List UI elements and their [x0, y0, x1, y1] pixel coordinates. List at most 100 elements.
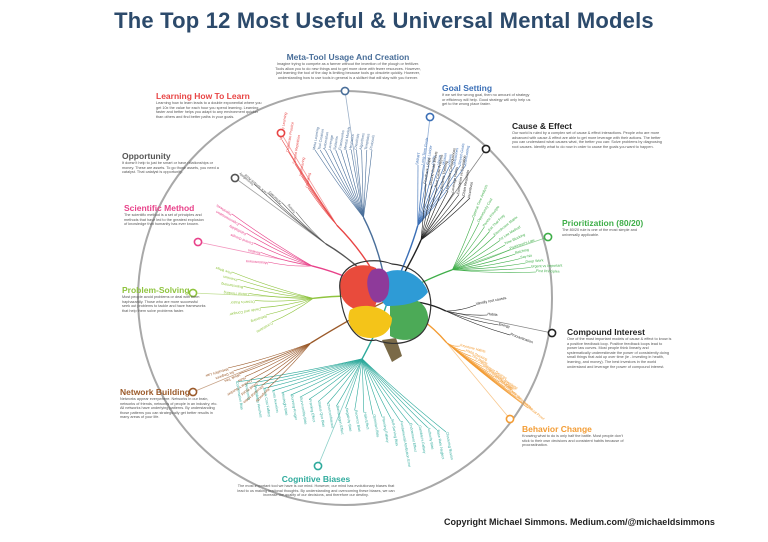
opportunity-title: Opportunity [122, 151, 171, 161]
meta-branch-line [350, 149, 364, 218]
cognitive-branch-text: Optimism Bias [372, 414, 380, 438]
brain-icon [339, 260, 432, 362]
opportunity-branch-text: Timing [287, 204, 297, 215]
behavior-branch-text: Rewards [499, 380, 513, 392]
goal-branch-text: Stretch Goals [458, 143, 466, 165]
learning-branch-text: Mastery Learning [279, 112, 288, 140]
cause-branch-line [420, 194, 460, 241]
goal-branch-text: Backcasting [463, 145, 470, 165]
prior-branch-line [452, 222, 480, 270]
meta-ring-node [340, 86, 350, 96]
prior-branch-text: First Principles [536, 269, 560, 274]
goal-branch-line [417, 164, 467, 226]
goal-branch-text: Goal Ladder [426, 144, 434, 165]
meta-branch-line [335, 149, 364, 218]
network-branch-text: Six Degrees [215, 370, 235, 380]
cause-description: Our world is ruled by a complex set of c… [512, 131, 662, 149]
compound-node-connector [445, 310, 553, 334]
cause-node-connector [420, 148, 487, 241]
problem-branch-line [231, 271, 314, 299]
cause-title: Cause & Effect [512, 121, 572, 131]
problem-title: Problem-Solving [122, 285, 190, 295]
meta-branch-text: Systems [333, 136, 339, 150]
cause-branch-line [420, 192, 454, 241]
behavior-branch-line [446, 342, 529, 409]
problem-branch-line [266, 298, 314, 316]
behavior-branch-text: Social Proof [527, 406, 545, 421]
meta-branch-line [363, 149, 373, 218]
cognitive-branch-text: Survivorship Bias [299, 397, 308, 425]
compound-branch-line [445, 310, 499, 326]
cognitive-branch-line [272, 358, 363, 391]
network-branch-line [245, 342, 312, 377]
goal-branch-line [417, 164, 461, 226]
network-branch-line [233, 342, 312, 372]
cognitive-branch-line [345, 358, 363, 409]
brain-lobe-temporal [348, 305, 392, 338]
meta-branch-line [340, 149, 364, 218]
learning-node-connector [280, 132, 338, 226]
prior-branch-line [452, 262, 526, 271]
cognitive-branch-text: Availability Heuristic [253, 386, 263, 418]
prior-branch-line [452, 269, 537, 273]
goal-branch-line [417, 164, 435, 226]
cause-branch-text: Leverage Points [451, 166, 459, 192]
cognitive-branch-line [361, 358, 419, 426]
goal-title: Goal Setting [442, 83, 493, 93]
cognitive-branch-text: Negativity Bias [345, 408, 353, 432]
prior-branch-line [452, 244, 506, 271]
network-ring-node [188, 387, 198, 397]
scientific-node-connector [197, 241, 313, 267]
cause-branch-line [420, 189, 443, 241]
meta-branch-text: Heuristics [348, 134, 355, 150]
meta-branch-line [345, 149, 364, 218]
behavior-title: Behavior Change [522, 424, 592, 434]
problem-branch-text: Five Whys [215, 266, 232, 275]
cause-branch-text: Unintended Consequences [445, 148, 457, 192]
prior-branch-text: Urgent vs Important [531, 264, 563, 269]
prior-branch-line [452, 235, 495, 271]
cognitive-branch-line [361, 358, 392, 420]
scientific-branch-line [246, 232, 313, 267]
scientific-branch-text: Measurement [246, 259, 268, 265]
cognitive-branch-text: Clustering Illusion [445, 431, 454, 460]
node-layer [188, 86, 557, 471]
cognitive-branch-text: Bandwagon Effect [335, 405, 344, 434]
problem-branch-line [271, 298, 314, 323]
meta-branch-text: Algorithms [359, 133, 366, 151]
problem-branch-text: Brainstorming [221, 282, 244, 290]
behavior-branch-text: Identity [510, 390, 522, 400]
meta-branch-text: Protocols [369, 135, 376, 151]
cause-branch-line [420, 190, 449, 241]
meta-branch-text: Frameworks [338, 130, 345, 150]
page-title: The Top 12 Most Useful & Universal Menta… [114, 8, 654, 33]
opportunity-branch-text: Luck Surface Area [244, 173, 269, 195]
prior-title: Prioritization (80/20) [562, 218, 644, 228]
cognitive-branch-line [235, 358, 363, 383]
cause-branch-line [420, 185, 432, 241]
cause-branch-text: Second-Order Effects [429, 151, 439, 186]
cognitive-branch-line [263, 358, 363, 389]
goal-branch-text: Vision [436, 155, 442, 165]
network-branch-text: Hubs [237, 376, 246, 383]
cognitive-branch-line [361, 358, 401, 422]
compound-branch-text: Procrastination [510, 332, 534, 344]
network-title: Network Building [120, 387, 190, 397]
cause-branch-text: Correlation vs Causation [456, 155, 467, 194]
prior-branch-line [452, 231, 490, 270]
cognitive-branch-line [354, 358, 363, 411]
meta-title: Meta-Tool Usage And Creation [286, 52, 410, 62]
prior-branch-line [452, 253, 516, 271]
learning-branch-line [307, 187, 338, 226]
meta-branch-line [314, 149, 364, 218]
compound-ring-node [547, 328, 557, 338]
problem-branch-text: Occam's Razor [230, 300, 255, 305]
